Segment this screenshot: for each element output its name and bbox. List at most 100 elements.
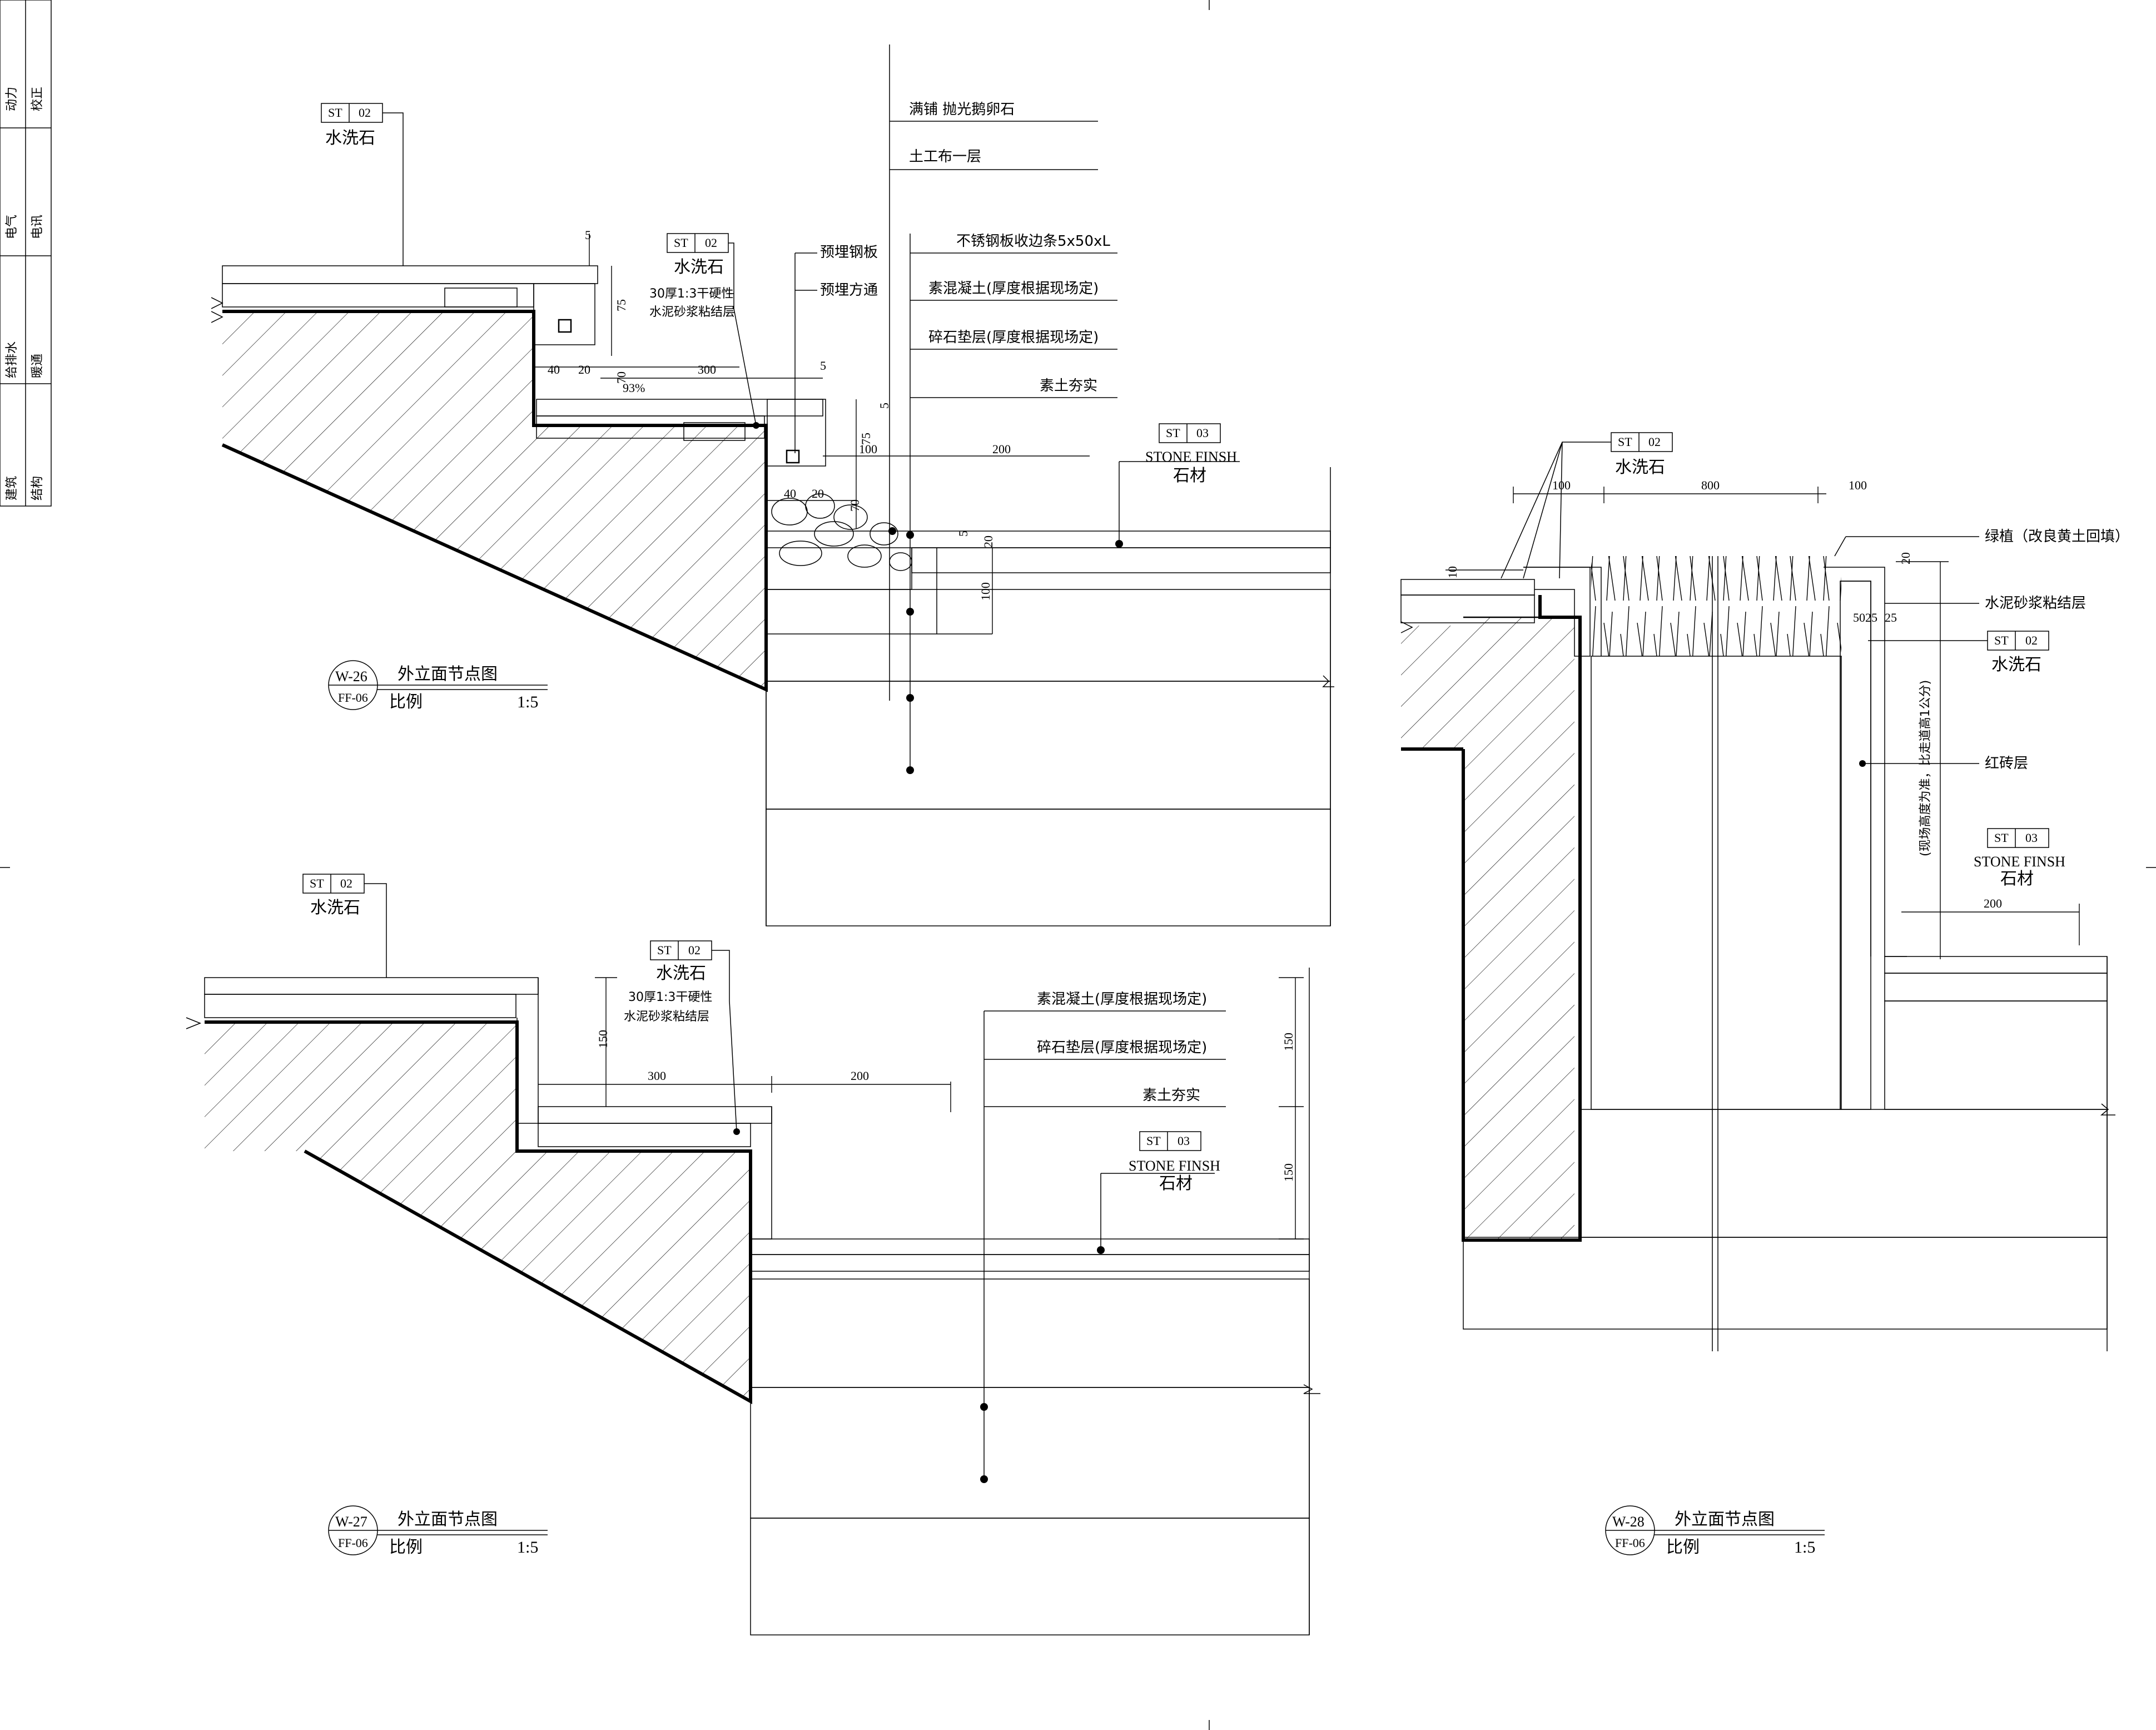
w26-note-4: 素混凝土(厚度根据现场定)	[928, 280, 1099, 297]
w26-note-tube: 预埋方通	[820, 282, 878, 299]
title-cell-3b: 暖通	[31, 354, 44, 378]
svg-text:02: 02	[688, 943, 701, 957]
w28-note-plants: 绿植（改良黄土回填）	[1985, 528, 2129, 545]
svg-text:03: 03	[1178, 1134, 1190, 1148]
svg-text:800: 800	[1701, 478, 1720, 492]
svg-text:70: 70	[614, 371, 628, 384]
w26-soil	[766, 809, 1331, 926]
svg-text:水洗石: 水洗石	[310, 898, 360, 918]
svg-text:02: 02	[340, 876, 352, 890]
w27-note-1: 素混凝土(厚度根据现场定)	[1037, 991, 1207, 1008]
w27-caption: W-27 FF-06 外立面节点图 比例 1:5	[328, 1505, 548, 1557]
detail-w27: 素混凝土(厚度根据现场定) 碎石垫层(厚度根据现场定) 素土夯实 ST 02 水…	[186, 874, 1320, 1635]
svg-text:STONE FINSH: STONE FINSH	[1129, 1158, 1220, 1174]
svg-text:75: 75	[614, 299, 628, 311]
w27-tag-3: ST 03 STONE FINSH 石材	[1129, 1131, 1220, 1193]
svg-text:25: 25	[1885, 611, 1897, 624]
w27-structure	[205, 1022, 751, 1401]
svg-text:ST: ST	[1146, 1134, 1161, 1148]
w27-concrete	[750, 1278, 1310, 1388]
w26-note-6: 素土夯实	[1040, 378, 1097, 394]
w27-note-3: 素土夯实	[1142, 1087, 1200, 1104]
svg-text:ST: ST	[1994, 831, 2009, 845]
svg-text:外立面节点图: 外立面节点图	[1675, 1510, 1775, 1529]
svg-text:100: 100	[978, 582, 992, 601]
svg-text:1:5: 1:5	[1794, 1538, 1815, 1556]
w26-tag-3: ST 03 STONE FINSH 石材	[1145, 423, 1237, 485]
w28-plants	[1591, 556, 1841, 656]
title-cell-2a: 电气	[5, 215, 19, 239]
w28-note-mortar: 水泥砂浆粘结层	[1985, 595, 2086, 612]
svg-text:150: 150	[596, 1030, 610, 1048]
w26-note-mortar-1: 30厚1:3干硬性	[649, 287, 733, 301]
w27-gravel	[750, 1387, 1310, 1519]
svg-text:20: 20	[981, 536, 995, 548]
svg-text:ST: ST	[328, 106, 342, 120]
w28-note-height: (现场高度为准，比走道高1公分)	[1919, 680, 1933, 856]
title-block: 动力 校正 电气 电讯 给排水 暖通 建筑 结构	[0, 0, 52, 507]
svg-text:200: 200	[992, 442, 1011, 456]
w27-soil	[750, 1518, 1310, 1635]
svg-text:75: 75	[859, 433, 873, 445]
w28-gravel	[1579, 1109, 2108, 1238]
svg-text:ST: ST	[674, 236, 688, 250]
svg-text:比例: 比例	[389, 1538, 423, 1557]
svg-text:石材: 石材	[2000, 869, 2034, 889]
svg-text:W-28: W-28	[1612, 1514, 1645, 1530]
w26-note-1: 满铺 抛光鹅卵石	[909, 101, 1015, 118]
w28-stone-finish	[1884, 956, 2108, 974]
w28-planter-soil	[1591, 656, 1842, 1110]
svg-text:FF-06: FF-06	[338, 691, 368, 705]
svg-text:外立面节点图: 外立面节点图	[398, 665, 498, 684]
svg-text:150: 150	[1281, 1163, 1295, 1182]
svg-text:200: 200	[1984, 896, 2002, 910]
w26-upper-mortar	[222, 283, 534, 308]
svg-text:水洗石: 水洗石	[656, 964, 706, 983]
svg-text:W-26: W-26	[335, 668, 367, 685]
w27-tag-1: ST 02 水洗石	[302, 874, 387, 978]
svg-text:93%: 93%	[623, 381, 645, 395]
svg-text:02: 02	[705, 236, 717, 250]
w28-soil	[1463, 1237, 2108, 1330]
svg-text:02: 02	[1648, 435, 1661, 449]
w28-tag-3: ST 03 STONE FINSH 石材	[1974, 828, 2065, 889]
w26-tag-1: ST 02 水洗石	[321, 103, 404, 266]
svg-text:水洗石: 水洗石	[1615, 458, 1665, 477]
svg-text:5: 5	[877, 403, 891, 409]
w26-note-3: 不锈钢板收边条5x50xL	[956, 233, 1110, 250]
w26-pebbles	[771, 493, 912, 571]
w26-gravel	[766, 681, 1331, 810]
svg-text:5025: 5025	[1853, 611, 1877, 624]
svg-text:STONE FINSH: STONE FINSH	[1145, 449, 1237, 465]
svg-text:150: 150	[1281, 1033, 1295, 1051]
title-cell-2b: 电讯	[31, 215, 44, 239]
w26-note-mortar-2: 水泥砂浆粘结层	[649, 305, 735, 319]
svg-text:1:5: 1:5	[517, 693, 538, 711]
w28-tag-2: ST 02 水洗石	[1868, 631, 2049, 675]
svg-text:石材: 石材	[1159, 1174, 1193, 1193]
w26-note-5: 碎石垫层(厚度根据现场定)	[928, 329, 1099, 346]
svg-text:03: 03	[2025, 831, 2038, 845]
w26-note-plate: 预埋钢板	[820, 244, 878, 261]
svg-text:ST: ST	[1166, 426, 1180, 440]
w26-embedded-plate-1	[558, 319, 572, 333]
svg-text:40: 40	[784, 487, 796, 500]
svg-text:03: 03	[1196, 426, 1209, 440]
svg-text:比例: 比例	[1666, 1538, 1700, 1557]
svg-text:10: 10	[1445, 566, 1459, 578]
svg-text:20: 20	[1899, 552, 1912, 564]
w26-tag-2: ST 02 水洗石 30厚1:3干硬性 水泥砂浆粘结层	[649, 233, 757, 426]
svg-text:20: 20	[812, 487, 824, 500]
detail-w26: 满铺 抛光鹅卵石 土工布一层 不锈钢板收边条5x50xL 素混凝土(厚度根据现场…	[211, 44, 1334, 926]
svg-text:FF-06: FF-06	[1615, 1536, 1645, 1550]
w28-tag-1: ST 02 水洗石	[1501, 432, 1673, 579]
w26-dimensions: 5 75 40 20 70 300 5 93% 5 100 200 75 40 …	[534, 228, 1090, 634]
svg-text:20: 20	[578, 363, 590, 376]
svg-text:ST: ST	[1618, 435, 1632, 449]
svg-text:100: 100	[1849, 478, 1867, 492]
w27-stone-finish	[750, 1238, 1310, 1255]
svg-text:水洗石: 水洗石	[1991, 655, 2041, 675]
w28-caption: W-28 FF-06 外立面节点图 比例 1:5	[1605, 1505, 1825, 1557]
